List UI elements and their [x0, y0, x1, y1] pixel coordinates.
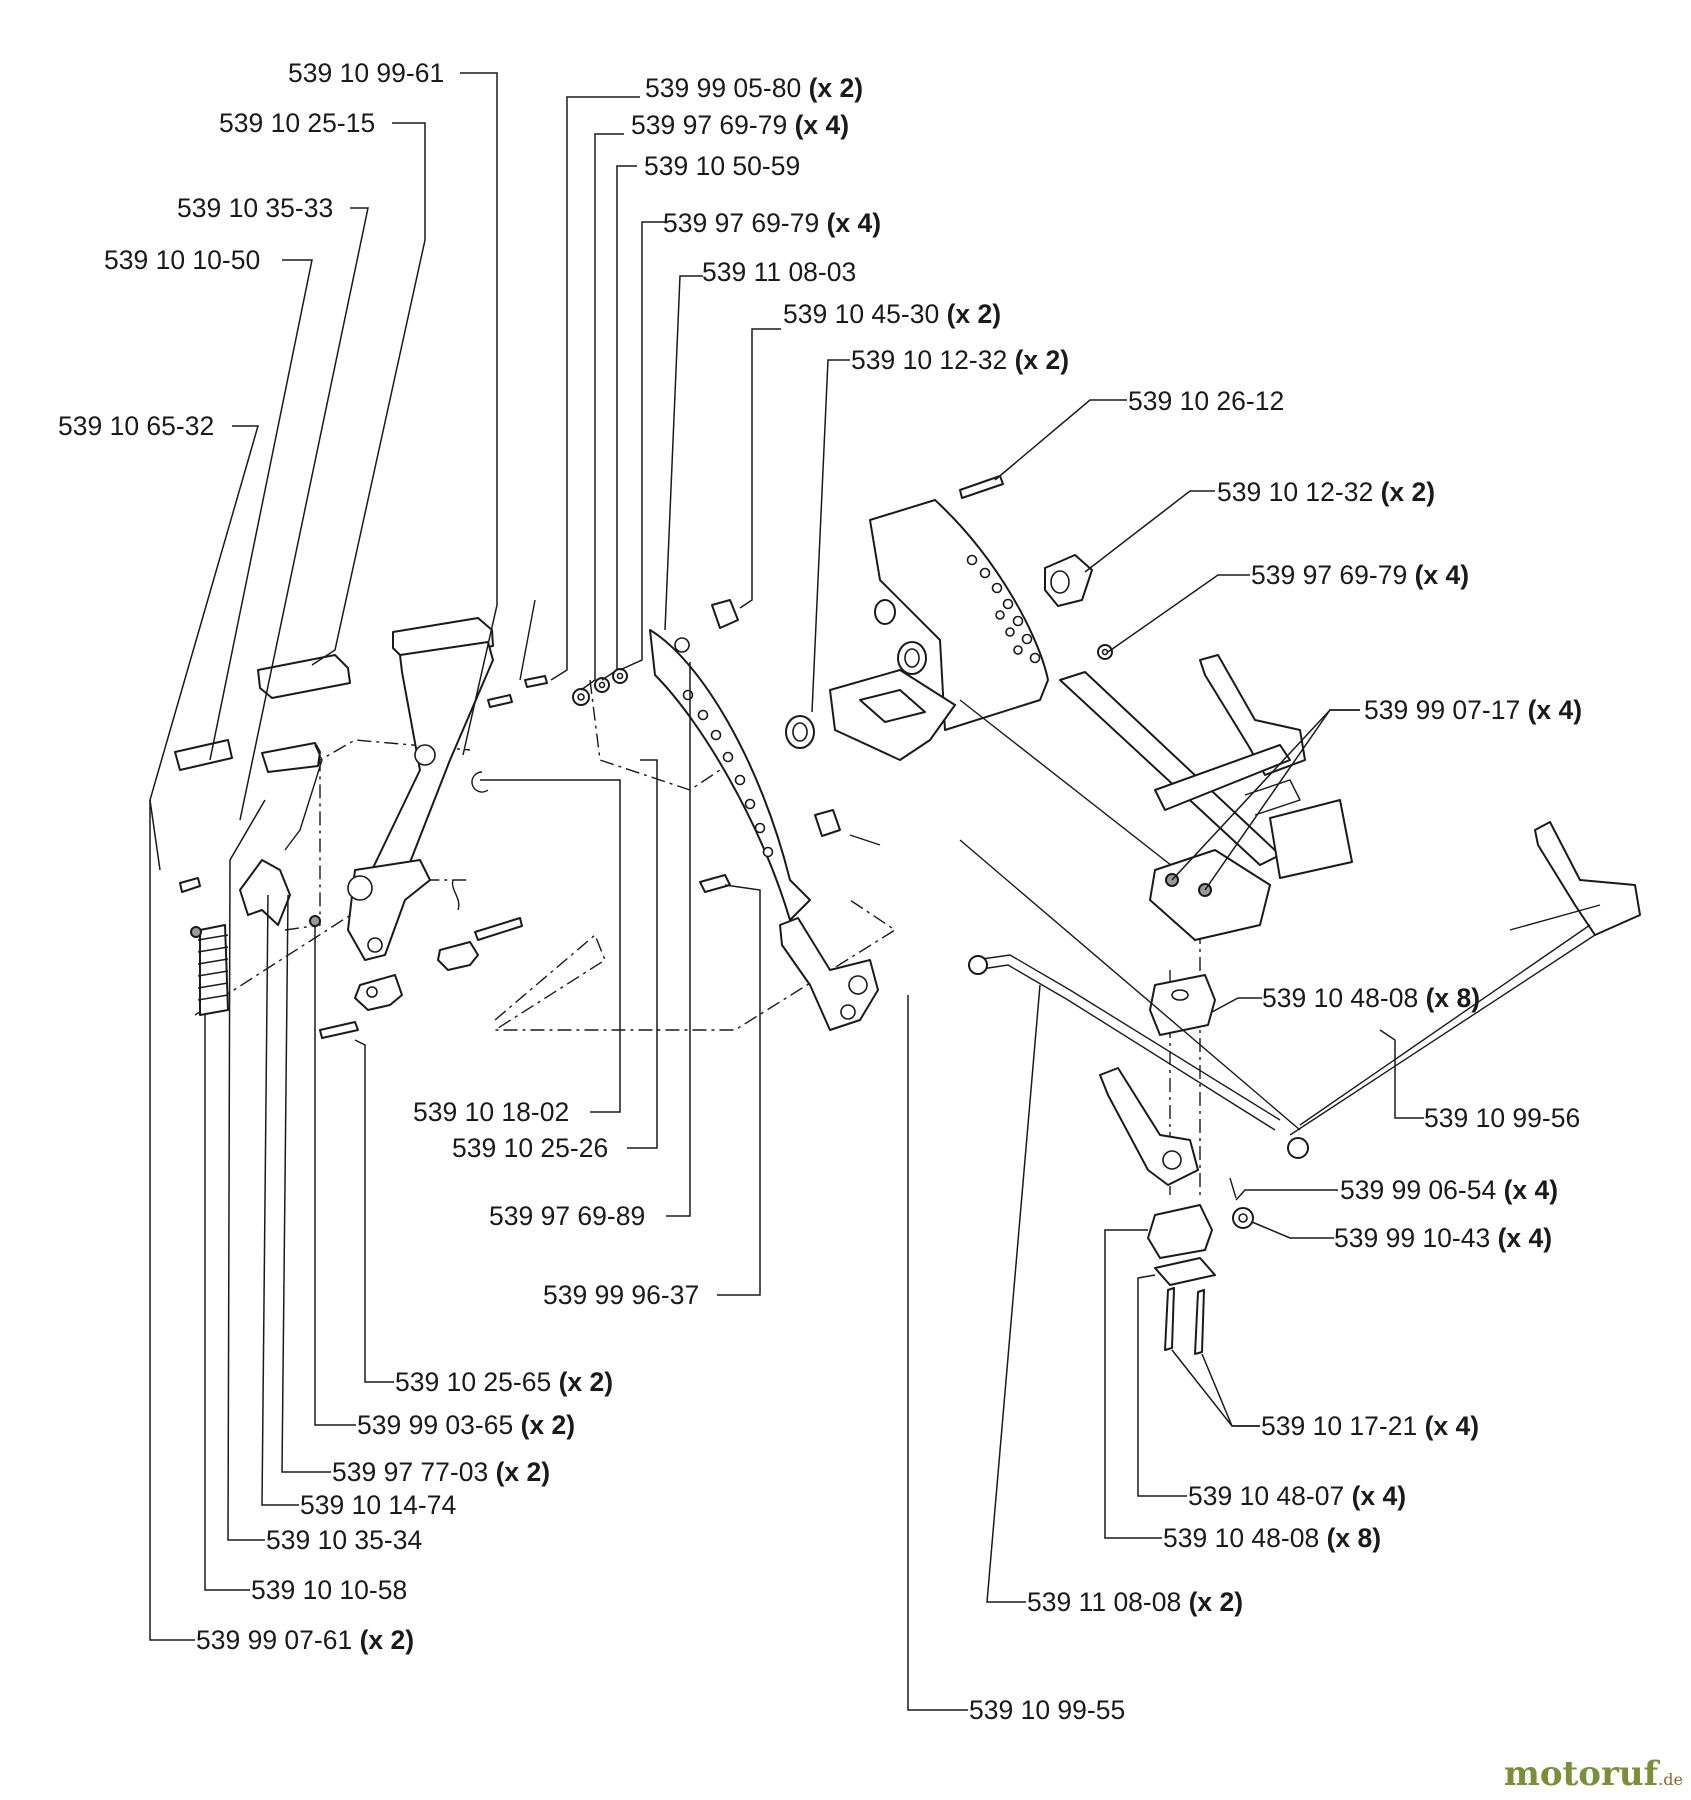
callout-label: 539 10 99-61	[288, 58, 444, 88]
callout-label: 539 10 12-32 (x 2)	[1217, 477, 1435, 507]
callout-label: 539 10 35-34	[266, 1525, 422, 1555]
callout-label: 539 99 10-43 (x 4)	[1334, 1223, 1552, 1253]
callout-label: 539 11 08-03	[702, 257, 856, 287]
exploded-view-drawing	[174, 475, 1641, 1355]
callout-label: 539 99 07-17 (x 4)	[1364, 695, 1582, 725]
callout-label: 539 10 48-08 (x 8)	[1262, 983, 1480, 1013]
callout-label: 539 10 25-65 (x 2)	[395, 1367, 613, 1397]
callout-label: 539 10 10-58	[251, 1575, 407, 1605]
callout-label: 539 10 99-56	[1424, 1103, 1580, 1133]
callout-label: 539 97 69-79 (x 4)	[663, 208, 881, 238]
callout-label: 539 10 65-32	[58, 411, 214, 441]
callout-label: 539 97 69-89	[489, 1201, 645, 1231]
callout-label: 539 10 26-12	[1128, 386, 1284, 416]
callout-label: 539 97 69-79 (x 4)	[1251, 560, 1469, 590]
callout-label: 539 10 48-08 (x 8)	[1163, 1523, 1381, 1553]
callout-label: 539 10 25-15	[219, 108, 375, 138]
callout-label: 539 10 10-50	[104, 245, 260, 275]
callout-label: 539 10 99-55	[969, 1695, 1125, 1725]
callout-label: 539 10 35-33	[177, 193, 333, 223]
callout-label: 539 99 06-54 (x 4)	[1340, 1175, 1558, 1205]
callout-label: 539 10 14-74	[300, 1490, 456, 1520]
callout-label: 539 10 18-02	[413, 1097, 569, 1127]
callout-label: 539 97 77-03 (x 2)	[332, 1457, 550, 1487]
watermark-brand: motoruf	[1503, 1754, 1659, 1794]
watermark-logo: motoruf.de	[1504, 1754, 1683, 1794]
callout-labels: 539 10 99-61 539 99 05-80 (x 2) 539 10 2…	[58, 58, 1582, 1725]
leader-lines	[149, 72, 1424, 1711]
callout-label: 539 10 48-07 (x 4)	[1188, 1481, 1406, 1511]
callout-label: 539 97 69-79 (x 4)	[631, 110, 849, 140]
callout-label: 539 10 50-59	[644, 151, 800, 181]
callout-label: 539 10 25-26	[452, 1133, 608, 1163]
callout-label: 539 99 96-37	[543, 1280, 699, 1310]
callout-label: 539 10 12-32 (x 2)	[851, 345, 1069, 375]
callout-label: 539 10 45-30 (x 2)	[783, 299, 1001, 329]
callout-label: 539 99 03-65 (x 2)	[357, 1410, 575, 1440]
callout-label: 539 11 08-08 (x 2)	[1027, 1587, 1243, 1617]
callout-label: 539 10 17-21 (x 4)	[1261, 1411, 1479, 1441]
watermark-suffix: .de	[1658, 1770, 1683, 1789]
callout-label: 539 99 07-61 (x 2)	[196, 1625, 414, 1655]
callout-label: 539 99 05-80 (x 2)	[645, 73, 863, 103]
